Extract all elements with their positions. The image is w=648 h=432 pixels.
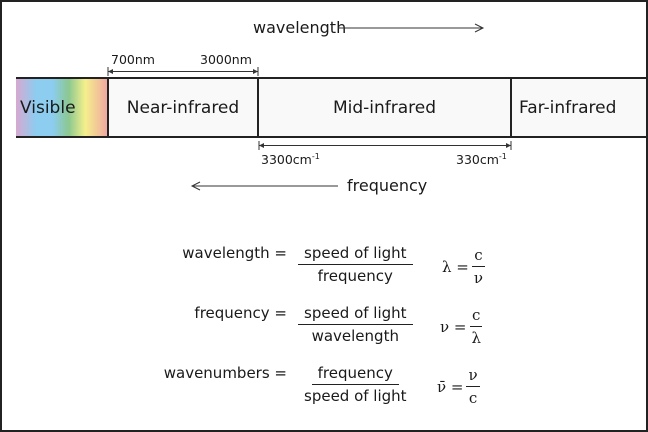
nir-start-label: 700nm xyxy=(111,52,155,67)
wavelength-label: wavelength xyxy=(253,18,347,37)
fraction-wavenumbers: frequency speed of light xyxy=(290,364,413,405)
region-far-infrared: Far-infrared xyxy=(512,77,648,138)
arrow-right-icon xyxy=(338,23,485,33)
nir-range-bracket xyxy=(107,67,259,76)
arrow-left-icon xyxy=(190,181,338,191)
nir-end-label: 3000nm xyxy=(200,52,252,67)
numerator: speed of light xyxy=(298,304,413,325)
mir-range-bracket xyxy=(258,141,512,150)
denominator: frequency xyxy=(317,267,393,285)
region-near-infrared: Near-infrared xyxy=(109,77,259,138)
region-visible: Visible xyxy=(16,77,109,138)
denominator: speed of light xyxy=(304,387,407,405)
fraction-frequency: speed of light wavelength xyxy=(290,304,413,345)
equation-wavenumbers: wavenumbers = xyxy=(163,364,287,382)
region-mid-infrared: Mid-infrared xyxy=(259,77,512,138)
mir-end-label: 330cm-1 xyxy=(456,152,507,168)
frequency-label: frequency xyxy=(347,176,428,195)
equation-frequency: frequency = xyxy=(194,304,287,322)
denominator: wavelength xyxy=(311,327,399,345)
equation-wavelength: wavelength = xyxy=(182,244,287,262)
fraction-wavelength: speed of light frequency xyxy=(290,244,413,285)
mir-start-label: 3300cm-1 xyxy=(261,152,320,168)
numerator: speed of light xyxy=(298,244,413,265)
numerator: frequency xyxy=(311,364,399,385)
